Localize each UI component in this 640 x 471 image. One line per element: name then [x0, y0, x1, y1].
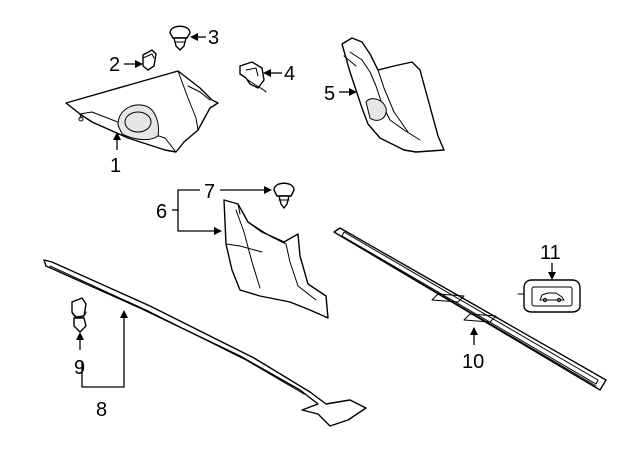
callout-10: 10 — [462, 327, 484, 373]
part-7-fastener — [273, 182, 295, 209]
part-8-sill-trim-strip — [43, 259, 367, 427]
callout-1: 1 — [110, 132, 121, 177]
part-3-fastener — [169, 25, 191, 51]
part-11-switch — [517, 279, 581, 313]
callout-2: 2 — [109, 54, 143, 76]
car-icon — [539, 292, 565, 301]
callout-9-label: 9 — [74, 357, 85, 379]
callout-4: 4 — [263, 63, 295, 85]
part-10-scuff-plate — [333, 227, 607, 391]
callout-5: 5 — [324, 83, 357, 105]
part-1-pillar-trim — [65, 70, 219, 153]
callout-8: 8 — [81, 310, 128, 421]
callout-6-label: 6 — [156, 201, 167, 223]
callout-5-label: 5 — [324, 83, 335, 105]
part-6-kick-panel — [223, 199, 329, 319]
part-9-clip — [71, 297, 87, 333]
callout-6: 6 — [156, 189, 222, 235]
callout-3-label: 3 — [208, 27, 219, 49]
callout-3: 3 — [190, 27, 219, 49]
callout-7: 7 — [204, 181, 272, 203]
part-5-b-pillar-trim — [341, 37, 445, 153]
callout-2-label: 2 — [109, 54, 120, 76]
callout-9: 9 — [74, 332, 85, 379]
callout-7-label: 7 — [204, 181, 215, 203]
callout-10-label: 10 — [462, 351, 484, 373]
part-4-bracket — [239, 61, 267, 93]
callout-11: 11 — [540, 242, 561, 280]
callout-11-label: 11 — [540, 242, 561, 264]
callout-1-label: 1 — [110, 155, 121, 177]
callout-4-label: 4 — [284, 63, 295, 85]
part-2-clip — [142, 49, 157, 71]
callout-8-label: 8 — [96, 399, 107, 421]
